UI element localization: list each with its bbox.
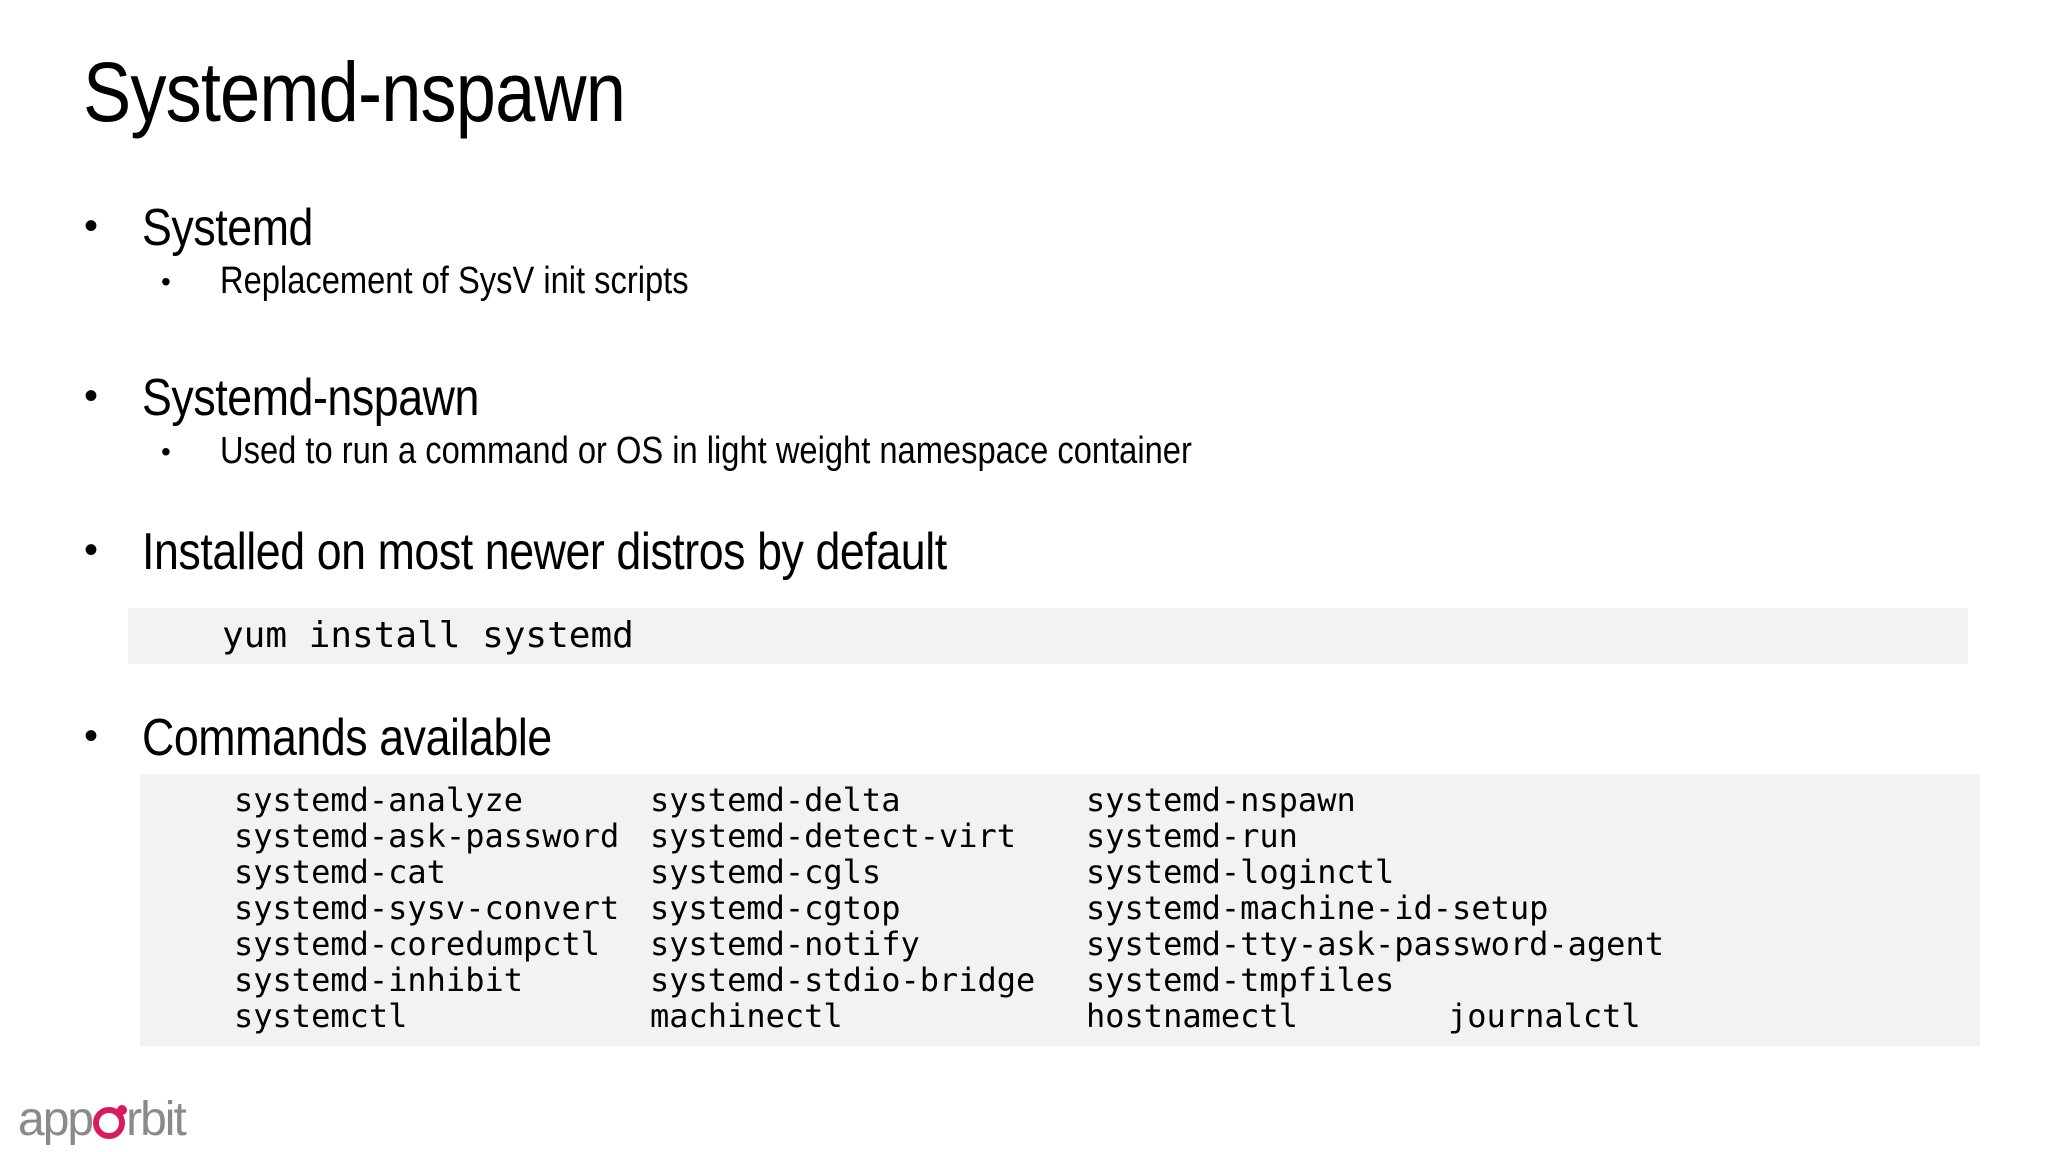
command-item: systemd-loginctl	[1086, 853, 1395, 891]
command-item: journalctl	[1448, 997, 1641, 1035]
command-item: systemd-analyze	[234, 781, 523, 819]
bullet-dot: •	[84, 204, 99, 248]
sub-bullet-dot: •	[161, 266, 171, 297]
command-item: systemctl	[234, 997, 408, 1035]
command-item: systemd-tty-ask-password-agent	[1086, 925, 1664, 963]
slide-title: Systemd-nspawn	[83, 45, 626, 139]
install-code-block: yum install systemd	[128, 608, 1968, 664]
command-item: systemd-nspawn	[1086, 781, 1356, 819]
bullet-heading-systemd: Systemd	[142, 199, 313, 257]
command-item: systemd-sysv-convert	[234, 889, 620, 927]
command-item: hostnamectl	[1086, 997, 1298, 1035]
command-item: systemd-delta	[650, 781, 901, 819]
command-item: systemd-cat	[234, 853, 446, 891]
command-item: machinectl	[650, 997, 843, 1035]
commands-code-block: systemd-analyze systemd-ask-password sys…	[140, 774, 1980, 1046]
sub-bullet-systemd-nspawn: Used to run a command or OS in light wei…	[220, 430, 1192, 472]
command-item: systemd-notify	[650, 925, 920, 963]
logo-orbit-icon	[93, 1105, 128, 1139]
bullet-heading-systemd-nspawn: Systemd-nspawn	[142, 369, 479, 427]
command-item: systemd-coredumpctl	[234, 925, 601, 963]
command-item: systemd-inhibit	[234, 961, 523, 999]
bullet-dot: •	[84, 528, 99, 572]
command-item: systemd-cgtop	[650, 889, 901, 927]
command-item: systemd-detect-virt	[650, 817, 1017, 855]
command-item: systemd-run	[1086, 817, 1298, 855]
command-item: systemd-cgls	[650, 853, 882, 891]
command-item: systemd-stdio-bridge	[650, 961, 1036, 999]
logo-text-suffix: rbit	[126, 1093, 187, 1146]
command-item: systemd-ask-password	[234, 817, 620, 855]
bullet-heading-commands: Commands available	[142, 709, 552, 767]
bullet-heading-installed: Installed on most newer distros by defau…	[142, 523, 947, 581]
bullet-dot: •	[84, 714, 99, 758]
install-command: yum install systemd	[222, 615, 634, 656]
command-item: systemd-tmpfiles	[1086, 961, 1395, 999]
sub-bullet-systemd: Replacement of SysV init scripts	[220, 260, 689, 302]
bullet-dot: •	[84, 374, 99, 418]
logo-text-prefix: app	[18, 1093, 94, 1146]
command-item: systemd-machine-id-setup	[1086, 889, 1549, 927]
sub-bullet-dot: •	[161, 436, 171, 467]
